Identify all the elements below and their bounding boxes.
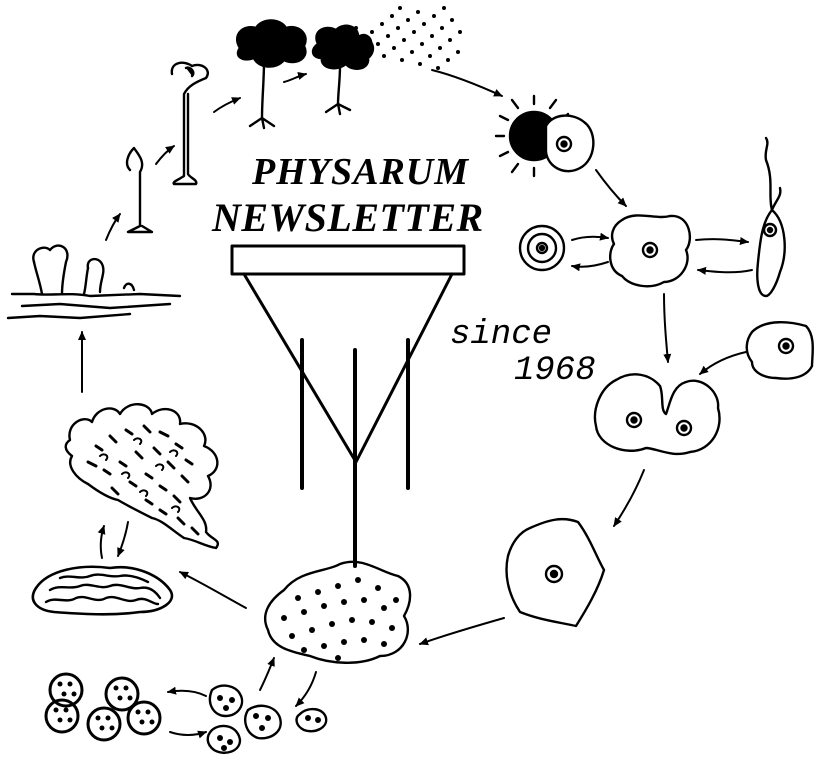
sporangium-early: [127, 148, 152, 232]
microplasmodia-nuclei: [217, 695, 321, 751]
tagline-since: since: [450, 316, 552, 354]
myxamoeba-2: [747, 322, 813, 378]
sclerotium: [33, 567, 172, 614]
germinating-spore: [496, 96, 593, 176]
fan-plasmodium: [66, 404, 218, 548]
fusing-amoebae: [595, 374, 720, 454]
newsletter-title-line1: PHYSARUM: [252, 150, 469, 194]
zygote: [507, 519, 605, 626]
funnel-emblem: [232, 246, 464, 566]
tagline-year: 1968: [514, 352, 596, 390]
sporangium-developing: [172, 63, 208, 184]
swarm-cell: [757, 138, 784, 296]
plasmodium-nuclei: [281, 577, 399, 661]
newsletter-title-line2: NEWSLETTER: [212, 194, 484, 241]
plasmodium: [265, 562, 410, 663]
myxamoeba: [610, 215, 690, 286]
sporangium-mature-1: [237, 21, 305, 129]
sporangium-mature-2: [313, 26, 373, 114]
substrate-with-sporangia: [8, 246, 180, 318]
microcyst: [520, 226, 564, 270]
